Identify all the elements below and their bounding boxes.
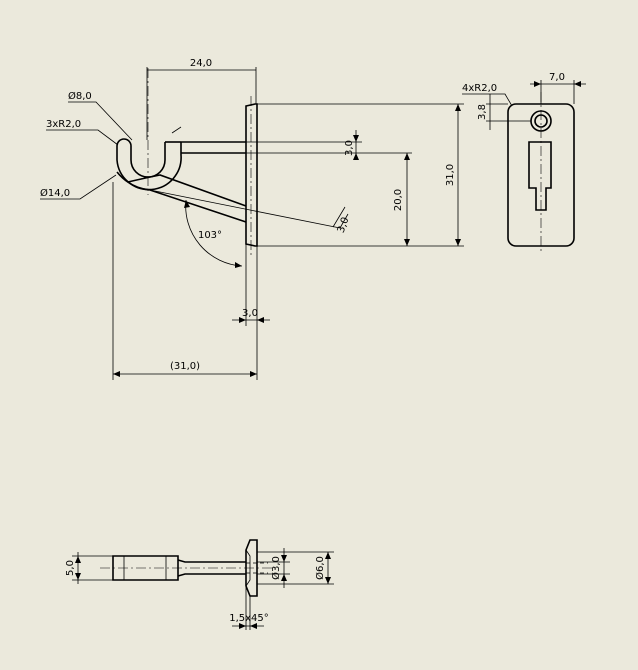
dim-arm-thickness-3: 3,0	[344, 140, 355, 156]
dim-hole-dia-8: Ø8,0	[68, 90, 92, 102]
front-arm-top	[181, 141, 246, 154]
dim-width-24: 24,0	[190, 58, 212, 69]
top-arm	[177, 559, 246, 577]
dim-plate-thickness-3: 3,0	[242, 308, 258, 319]
dim-width-7: 7,0	[549, 72, 565, 83]
side-view: 4xR2,0 7,0 3,8	[462, 72, 586, 252]
front-slanted-brace	[116, 171, 247, 223]
top-hook-block	[112, 555, 179, 581]
dim-height-31: 31,0	[445, 164, 456, 186]
dim-hole-dia-3: Ø3,0	[270, 556, 282, 580]
dim-angle-103: 103°	[198, 230, 222, 241]
dim-offset-3-8: 3,8	[477, 104, 488, 120]
dim-fillet-3x-r2: 3xR2,0	[46, 119, 81, 130]
dim-hook-dia-14: Ø14,0	[40, 187, 70, 199]
dim-chamfer: 1,5x45°	[229, 613, 269, 624]
top-view: 5,0 Ø3,0 Ø6,0 1,5x45°	[65, 539, 334, 630]
dim-fillet-4x-r2: 4xR2,0	[462, 83, 497, 94]
front-brace-edge	[149, 189, 341, 229]
front-view: 24,0 Ø8,0 3xR2,0 Ø14,0 3,0 20,0 31,0 3,0…	[40, 58, 464, 380]
dim-counterbore-dia-6: Ø6,0	[314, 556, 326, 580]
front-plate	[245, 103, 258, 247]
dim-height-20: 20,0	[393, 189, 404, 211]
dim-ref-width-31: (31,0)	[170, 361, 200, 372]
dim-height-5: 5,0	[65, 560, 76, 576]
top-hidden-hole	[246, 562, 268, 574]
side-slot	[528, 141, 552, 211]
dim-brace-thickness-3: 3,0	[336, 216, 352, 235]
